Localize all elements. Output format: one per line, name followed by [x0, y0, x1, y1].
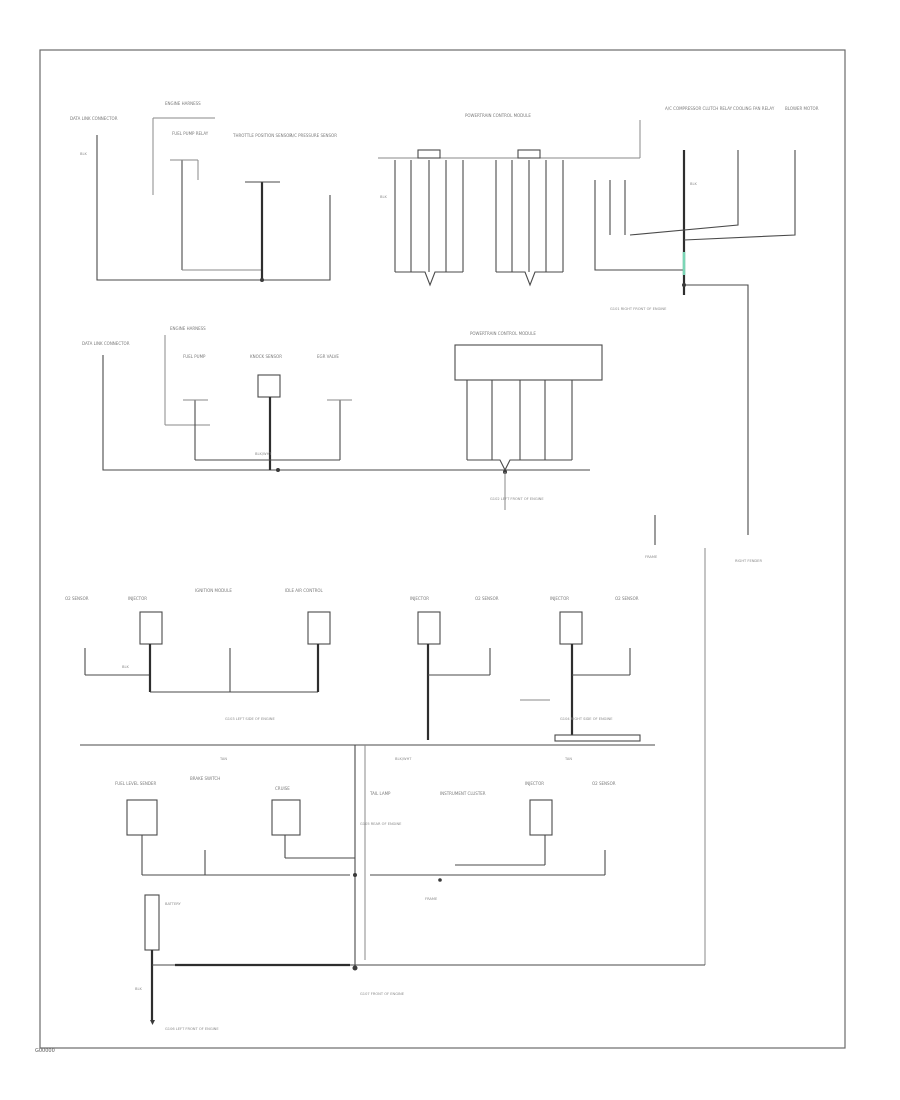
wire-label-3: BLK [690, 182, 697, 186]
label-top-left-1: DATA LINK CONNECTOR [70, 116, 118, 121]
label-top-left-2: ENGINE HARNESS [165, 101, 201, 106]
label-mid-left-3: FUEL PUMP [183, 354, 206, 359]
label-bot-2: BRAKE SWITCH [190, 776, 220, 781]
wire-label-2: BLK [380, 195, 387, 199]
label-top-left-4: THROTTLE POSITION SENSOR [232, 133, 292, 138]
label-row3-1: O2 SENSOR [65, 596, 89, 601]
label-top-center: POWERTRAIN CONTROL MODULE [465, 113, 531, 118]
label-row3-6: O2 SENSOR [475, 596, 499, 601]
label-bot-5: INSTRUMENT CLUSTER [440, 791, 486, 796]
label-bot-3: CRUISE [275, 786, 290, 791]
section-row3 [80, 611, 655, 746]
label-battery: BATTERY [165, 902, 182, 906]
section-bottom [126, 745, 705, 1025]
label-mid-left-5: EGR VALVE [317, 354, 339, 359]
wire-label-7: BLK/WHT [395, 757, 412, 761]
label-top-right-3: BLOWER MOTOR [785, 106, 819, 111]
label-ground-5: G105 REAR OF ENGINE [360, 822, 402, 826]
label-bot-7: O2 SENSOR [592, 781, 616, 786]
label-row3-3: IGNITION MODULE [195, 588, 232, 593]
label-mid-right-1: FRAME [645, 555, 658, 559]
section-top [96, 117, 796, 535]
section-mid [102, 335, 706, 965]
wire-label-8: TAN [564, 757, 572, 761]
label-top-right-1: A/C COMPRESSOR CLUTCH RELAY [665, 106, 733, 111]
diagram-frame [39, 49, 846, 1049]
label-mid-left-1: DATA LINK CONNECTOR [82, 341, 130, 346]
label-ground-1: G101 RIGHT FRONT OF ENGINE [610, 307, 667, 311]
label-ground-2: G102 LEFT FRONT OF ENGINE [490, 497, 544, 501]
diagram-labels: DATA LINK CONNECTOR ENGINE HARNESS FUEL … [35, 101, 819, 1054]
label-bot-1: FUEL LEVEL SENDER [115, 781, 156, 786]
label-row3-5: INJECTOR [410, 596, 429, 601]
label-top-left-5: A/C PRESSURE SENSOR [290, 133, 337, 138]
label-row3-2: INJECTOR [128, 596, 147, 601]
label-ground-4: G104 RIGHT SIDE OF ENGINE [560, 717, 613, 721]
label-mid-center: POWERTRAIN CONTROL MODULE [470, 331, 536, 336]
pcm-box [454, 344, 603, 381]
label-top-right-2: COOLING FAN RELAY [733, 106, 775, 111]
label-ground-7: G106 LEFT FRONT OF ENGINE [165, 1027, 219, 1031]
label-mid-left-2: ENGINE HARNESS [170, 326, 206, 331]
label-ground-8: G107 FRONT OF ENGINE [360, 992, 405, 996]
label-bot-4: TAIL LAMP [369, 791, 391, 796]
label-bot-6: INJECTOR [525, 781, 544, 786]
label-mid-left-4: KNOCK SENSOR [250, 354, 282, 359]
wire-label-1: BLK [80, 152, 87, 156]
wire-label-9: BLK [135, 987, 142, 991]
label-top-left-3: FUEL PUMP RELAY [172, 131, 209, 136]
label-ground-3: G103 LEFT SIDE OF ENGINE [225, 717, 275, 721]
label-row3-8: O2 SENSOR [615, 596, 639, 601]
label-row3-7: INJECTOR [550, 596, 569, 601]
footer-code: G00000 [35, 1048, 55, 1054]
label-row3-4: IDLE AIR CONTROL [285, 588, 324, 593]
wire-label-6: TAN [219, 757, 227, 761]
label-ground-6: FRAME [425, 897, 438, 901]
wire-label-5: BLK [122, 665, 129, 669]
label-mid-right-2: RIGHT FENDER [735, 559, 762, 563]
wire-label-4: BLK/WHT [255, 452, 272, 456]
